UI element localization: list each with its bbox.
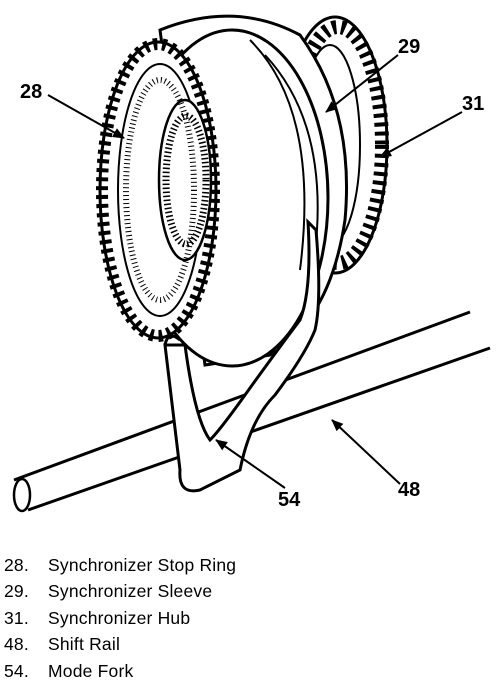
callout-28: 28 [20, 81, 42, 103]
legend-item-28: 28. Synchronizer Stop Ring [4, 552, 484, 579]
legend-item-54: 54. Mode Fork [4, 658, 484, 685]
legend-label: Synchronizer Stop Ring [48, 554, 237, 575]
legend-number: 54. [4, 660, 29, 681]
callout-31: 31 [462, 93, 484, 115]
legend-label: Shift Rail [48, 634, 121, 655]
legend-item-29: 29. Synchronizer Sleeve [4, 579, 484, 606]
callout-48: 48 [398, 479, 420, 501]
leader-28 [47, 94, 125, 139]
legend-number: 29. [4, 581, 29, 602]
legend-number: 31. [4, 607, 29, 628]
leader-31 [379, 111, 463, 158]
legend-label: Synchronizer Hub [48, 607, 191, 628]
shift-rail [12, 310, 491, 513]
leader-48 [331, 419, 401, 485]
leader-29 [325, 54, 399, 113]
callout-29: 29 [398, 36, 420, 58]
legend-label: Mode Fork [48, 660, 134, 681]
synchronizer-assembly-diagram: 28 29 31 54 48 [12, 14, 491, 513]
parts-legend: 28. Synchronizer Stop Ring 29. Synchroni… [4, 552, 484, 685]
legend-label: Synchronizer Sleeve [48, 581, 213, 602]
callout-54: 54 [278, 489, 301, 511]
legend-item-48: 48. Shift Rail [4, 632, 484, 659]
leader-54 [215, 439, 286, 489]
leader-lines [47, 54, 463, 489]
legend-item-31: 31. Synchronizer Hub [4, 605, 484, 632]
legend-number: 28. [4, 554, 29, 575]
legend-number: 48. [4, 634, 29, 655]
synchronizer-stop-ring [96, 38, 220, 342]
